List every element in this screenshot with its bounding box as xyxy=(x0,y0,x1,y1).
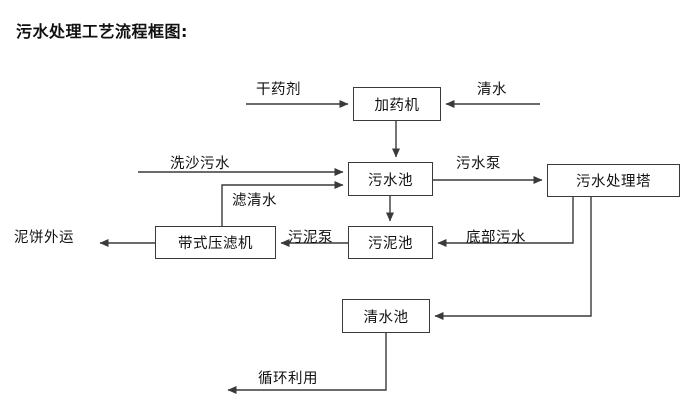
node-sewage-pool[interactable]: 污水池 xyxy=(348,162,433,196)
edge-label-sand-wash-sewage: 洗沙污水 xyxy=(170,156,230,172)
edge-label-recycle-use: 循环利用 xyxy=(258,371,318,387)
node-dosing-machine[interactable]: 加药机 xyxy=(353,87,441,121)
node-label: 污泥池 xyxy=(368,236,413,252)
edge-label-dry-agent: 干药剂 xyxy=(256,82,301,98)
edge-tower-to-clear-pool xyxy=(434,197,592,320)
node-label: 清水池 xyxy=(363,309,409,326)
node-treatment-tower[interactable]: 污水处理塔 xyxy=(547,164,680,197)
node-label: 污水处理塔 xyxy=(576,174,651,190)
edge-label-sewage-pump: 污水泵 xyxy=(456,156,501,172)
edge-label-bottom-sewage: 底部污水 xyxy=(466,230,526,246)
node-label: 带式压滤机 xyxy=(178,236,253,252)
node-label: 加药机 xyxy=(374,97,420,114)
node-label: 污水池 xyxy=(368,172,413,189)
edge-label-clean-water: 清水 xyxy=(477,82,507,98)
edge-clear-pool-to-recycle xyxy=(227,333,387,394)
node-belt-filter-press[interactable]: 带式压滤机 xyxy=(155,226,276,259)
edge-filtrate-to-sewage-pool xyxy=(221,181,344,226)
edge-label-filtrate-water: 滤清水 xyxy=(232,193,277,209)
edge-label-sludge-pump: 污泥泵 xyxy=(288,230,333,246)
edge-bottom-sewage-to-sludge-pool xyxy=(437,197,574,247)
node-clear-water-pool[interactable]: 清水池 xyxy=(342,299,430,333)
page-title: 污水处理工艺流程框图: xyxy=(16,22,188,41)
node-sludge-pool[interactable]: 污泥池 xyxy=(348,226,433,259)
terminal-label-mud-cake-out: 泥饼外运 xyxy=(14,230,74,246)
